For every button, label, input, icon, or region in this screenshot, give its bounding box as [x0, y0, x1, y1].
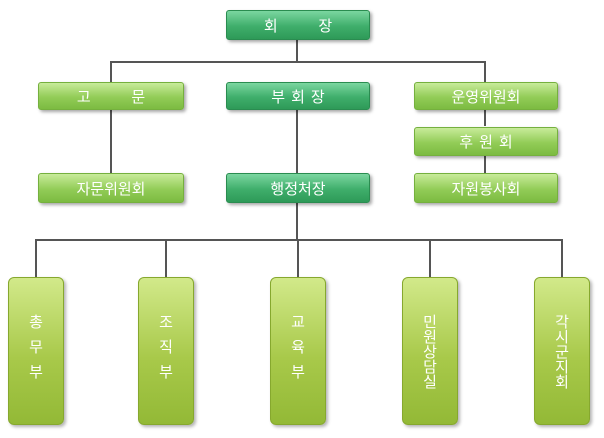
chairman-box: 회 장: [226, 10, 370, 40]
connector-drop-2: [165, 239, 167, 277]
connector-operating-to-support: [484, 110, 486, 126]
connector-top-vertical: [296, 40, 298, 62]
education-box: 교육부: [270, 277, 326, 425]
operating-committee-box: 운영위원회: [414, 82, 558, 110]
advisory-committee-box: 자문위원회: [38, 173, 184, 203]
connector-main-vertical: [296, 110, 298, 173]
connector-secretary-drop: [296, 203, 298, 241]
connector-advisor-drop: [110, 61, 112, 82]
connector-operating-drop: [484, 61, 486, 82]
connector-drop-1: [35, 239, 37, 277]
connector-top-horizontal: [110, 61, 486, 63]
connector-support-to-volunteer: [484, 156, 486, 173]
connector-drop-5: [561, 239, 563, 277]
civil-counseling-box: 민원상담실: [402, 277, 458, 425]
regional-branches-box: 각시군지회: [534, 277, 590, 425]
support-committee-box: 후원회: [414, 127, 558, 156]
organization-box: 조직부: [138, 277, 194, 425]
connector-advisor-to-advisory: [110, 110, 112, 173]
general-affairs-box: 총무부: [8, 277, 64, 425]
advisor-box: 고 문: [38, 82, 184, 110]
vice-chairman-box: 부회장: [226, 82, 370, 110]
connector-bottom-horizontal: [35, 239, 563, 241]
connector-drop-4: [429, 239, 431, 277]
secretary-general-box: 행정처장: [226, 173, 370, 203]
volunteer-committee-box: 자원봉사회: [414, 173, 558, 203]
connector-drop-3: [297, 239, 299, 277]
